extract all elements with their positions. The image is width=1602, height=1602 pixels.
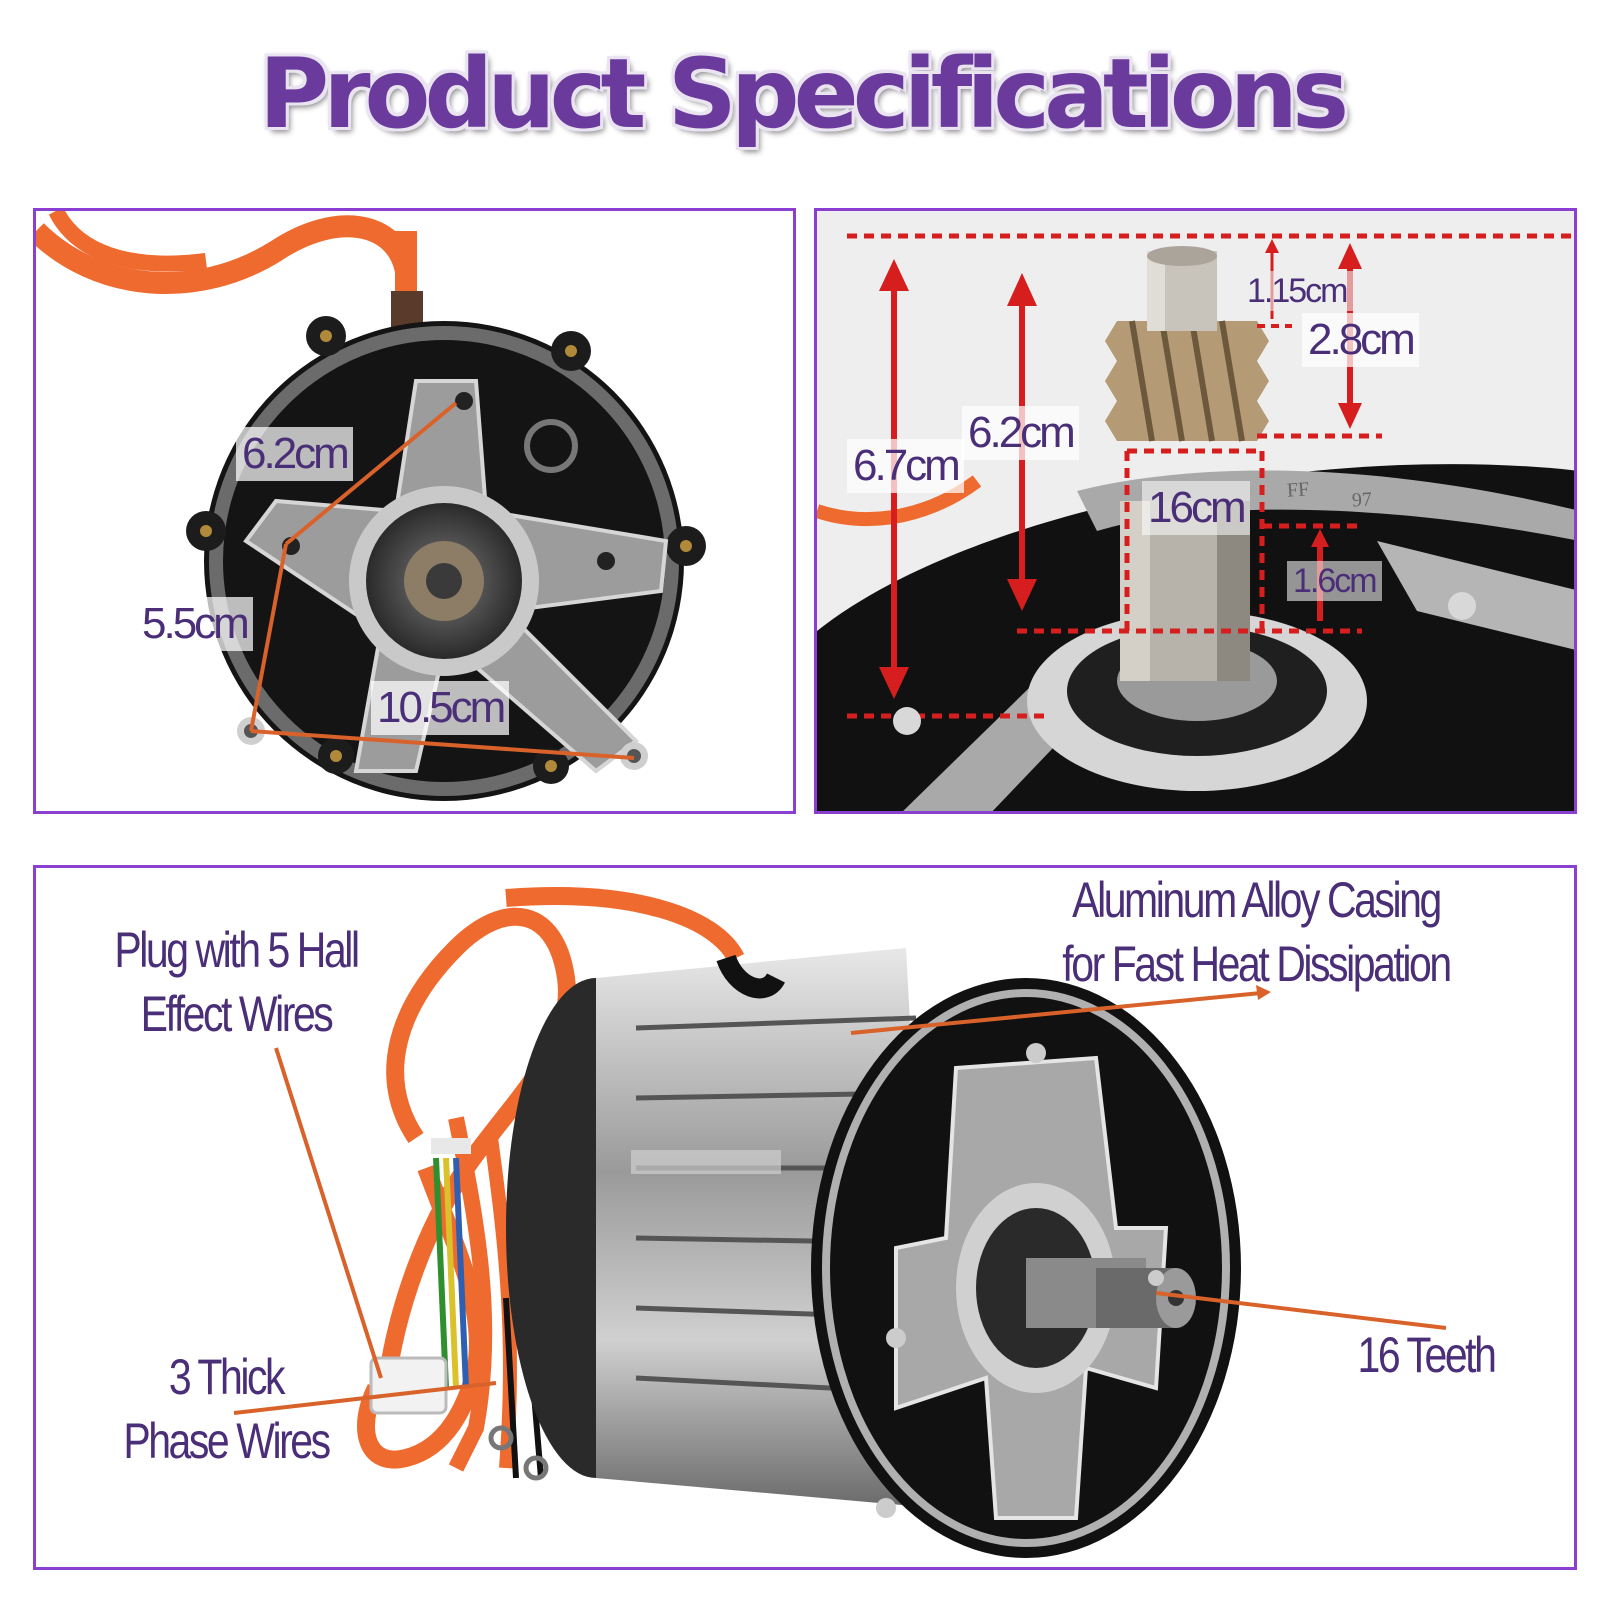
dimension-label: 10.5cm <box>371 681 510 735</box>
dimension-label: 6.2cm <box>236 427 353 481</box>
teeth-feature-label: 16 Teeth <box>1357 1327 1497 1383</box>
plug-feature-line-1: Plug with 5 Hall <box>114 922 360 978</box>
casing-mark: FF <box>1286 478 1310 502</box>
features-panel: Aluminum Alloy Casing for Fast Heat Diss… <box>33 865 1577 1570</box>
dimension-label: 1.15cm <box>1241 271 1353 311</box>
dimension-label: 2.8cm <box>1302 313 1419 367</box>
casing-feature-line-2: for Fast Heat Dissipation <box>1062 936 1452 992</box>
page-title: Product Specifications <box>258 38 1349 150</box>
dimension-label: 6.2cm <box>962 406 1079 460</box>
dimension-label: 1.6cm <box>1287 561 1382 601</box>
phase-feature-line-1: 3 Thick <box>168 1349 286 1405</box>
dimension-label: 5.5cm <box>136 597 253 651</box>
front-view-panel: 6.2cm 5.5cm 10.5cm <box>33 208 796 814</box>
shaft-detail-panel: 1.15cm 2.8cm 6.2cm 6.7cm 16cm 1.6cm FF 9… <box>814 208 1577 814</box>
plug-feature-line-2: Effect Wires <box>140 986 334 1042</box>
casing-feature-line-1: Aluminum Alloy Casing <box>1072 872 1442 928</box>
dimension-label: 16cm <box>1142 481 1250 535</box>
motor-side-illustration <box>233 887 1447 1558</box>
phase-feature-line-2: Phase Wires <box>123 1413 331 1469</box>
dimension-label: 6.7cm <box>847 439 964 493</box>
shaft-illustration <box>817 233 1574 811</box>
casing-mark: 97 <box>1351 488 1373 512</box>
